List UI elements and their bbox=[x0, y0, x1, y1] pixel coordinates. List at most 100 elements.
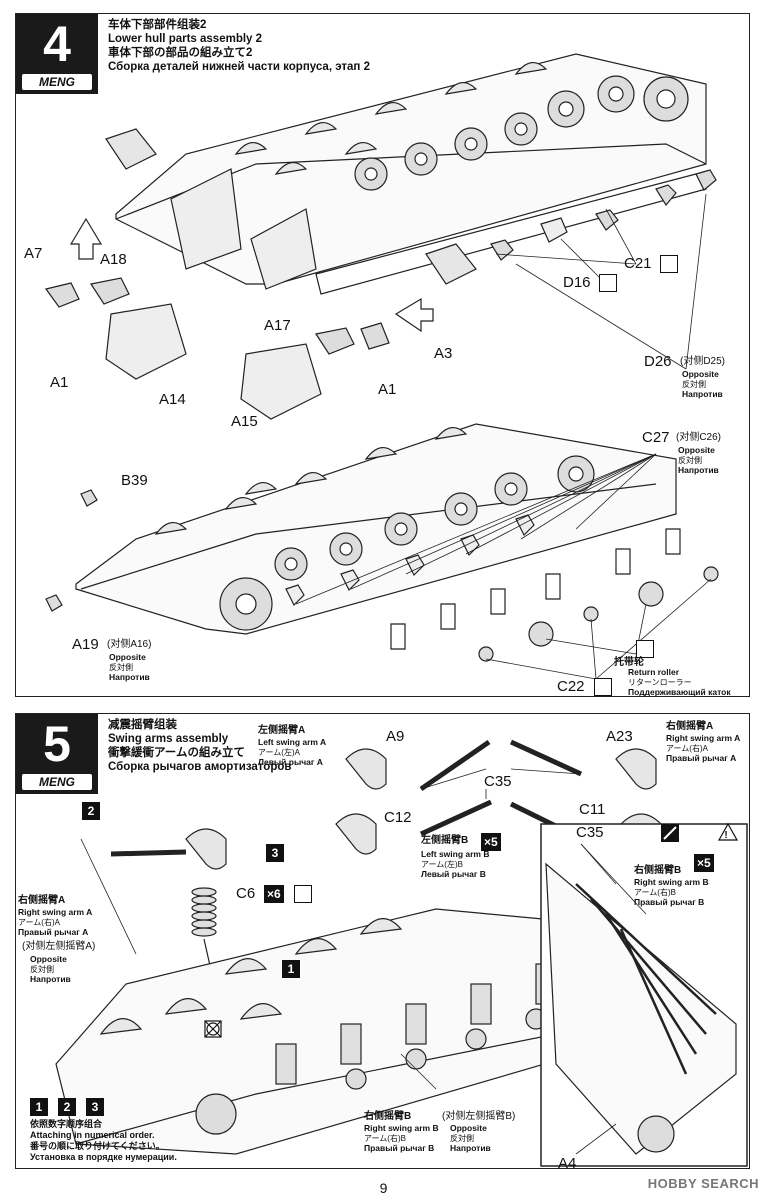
left-arm-a-ja: アーム(左)A bbox=[258, 748, 300, 757]
left-arm-a-zh: 左侧摇臂A bbox=[258, 725, 306, 736]
d26-opposite-en: Opposite bbox=[682, 369, 719, 379]
step-4-title-ru: Сборка деталей нижней части корпуса, эта… bbox=[108, 61, 370, 73]
left-arm-b-zh: 左侧摇臂B bbox=[421, 835, 469, 846]
step-5-title-zh: 减震摇臂组装 bbox=[108, 719, 177, 731]
opp-b-en: Opposite bbox=[450, 1123, 487, 1133]
opp-a-ja: 反対側 bbox=[30, 965, 54, 974]
label-a14: A14 bbox=[159, 391, 186, 408]
right-arm-a-en: Right swing arm A bbox=[666, 733, 741, 743]
step-5-badge: 5 MENG bbox=[16, 714, 98, 794]
left-arm-b-ja: アーム(左)B bbox=[421, 860, 463, 869]
order-note-en: Attaching in numerical order. bbox=[30, 1130, 155, 1140]
left-arm-a-en: Left swing arm A bbox=[258, 737, 327, 747]
left-arm-b-ru: Левый рычаг B bbox=[421, 869, 486, 879]
step-4-badge: 4 MENG bbox=[16, 14, 98, 94]
order-note-ja: 番号の順に取り付けてください。 bbox=[30, 1141, 165, 1151]
step-5-title-ru: Сборка рычагов амортизаторов bbox=[108, 761, 292, 773]
label-c21: C21 bbox=[624, 255, 652, 272]
c27-opposite-ja: 反対側 bbox=[678, 456, 702, 465]
symmetric-part-icon bbox=[660, 255, 678, 273]
left-arm-b-en: Left swing arm B bbox=[421, 849, 490, 859]
opposite-left-arm-a: (对侧左侧摇臂A) bbox=[22, 941, 96, 952]
right-arm-a-ru: Правый рычаг А bbox=[666, 753, 737, 763]
return-roller-ru: Поддерживающий каток bbox=[628, 687, 731, 697]
step-5-title-en: Swing arms assembly bbox=[108, 733, 229, 745]
a19-opposite-ja: 反対側 bbox=[109, 663, 133, 672]
count-x5-right: ×5 bbox=[694, 854, 714, 872]
label-a7: A7 bbox=[24, 245, 43, 262]
label-c6: C6 bbox=[236, 885, 256, 902]
label-c27-opposite-zh: (对侧C26) bbox=[676, 432, 722, 443]
opp-b-ru: Напротив bbox=[450, 1143, 491, 1153]
label-a1-mid: A1 bbox=[378, 381, 397, 398]
callout-3: 3 bbox=[266, 844, 284, 862]
step-4-title-en: Lower hull parts assembly 2 bbox=[108, 33, 263, 45]
opp-b-ja: 反対側 bbox=[450, 1134, 474, 1143]
label-a19-opposite-zh: (对侧A16) bbox=[107, 639, 152, 650]
label-a19: A19 bbox=[72, 636, 99, 653]
label-d16: D16 bbox=[563, 274, 591, 291]
label-a9: A9 bbox=[386, 728, 405, 745]
opp-a-ru: Напротив bbox=[30, 974, 71, 984]
symmetric-part-icon bbox=[294, 885, 312, 903]
symmetric-part-icon bbox=[599, 274, 617, 292]
label-c27: C27 bbox=[642, 429, 670, 446]
right-arm-b-bottom-en: Right swing arm B bbox=[364, 1123, 439, 1133]
label-a23: A23 bbox=[606, 728, 633, 745]
label-d26: D26 bbox=[644, 353, 672, 370]
right-arm-b-ru: Правый рычаг B bbox=[634, 897, 705, 907]
label-c11: C11 bbox=[579, 801, 606, 818]
label-c35-inset: C35 bbox=[576, 824, 604, 841]
opposite-left-arm-b: (对侧左侧摇臂B) bbox=[442, 1111, 516, 1122]
d26-opposite-ru: Напротив bbox=[682, 389, 723, 399]
step-4-number: 4 bbox=[43, 16, 71, 72]
label-c22: C22 bbox=[557, 678, 585, 695]
right-arm-a-ja: アーム(右)A bbox=[666, 744, 708, 753]
right-arm-a-zh: 右侧摇臂A bbox=[666, 721, 714, 732]
label-a1-left: A1 bbox=[50, 374, 69, 391]
right-arm-b-ja: アーム(右)B bbox=[634, 888, 676, 897]
right-arm-b-bottom-ru: Правый рычаг B bbox=[364, 1143, 435, 1153]
right-arm-a-side-en: Right swing arm A bbox=[18, 907, 93, 917]
label-b39: B39 bbox=[121, 472, 148, 489]
right-arm-b-zh: 右侧摇臂B bbox=[634, 865, 682, 876]
return-roller-ja: リターンローラー bbox=[628, 678, 692, 687]
label-a18: A18 bbox=[100, 251, 127, 268]
page-number: 9 bbox=[379, 1180, 388, 1196]
symmetric-part-icon bbox=[594, 678, 612, 696]
order-box-1: 1 bbox=[30, 1098, 48, 1116]
label-c12: C12 bbox=[384, 809, 412, 826]
return-roller-zh: 托带轮 bbox=[614, 657, 644, 668]
label-a3: A3 bbox=[434, 345, 453, 362]
right-arm-a-side-ja: アーム(右)A bbox=[18, 918, 60, 927]
svg-text:!: ! bbox=[724, 830, 727, 841]
step-4-hull-drawing bbox=[44, 53, 719, 680]
watermark: HOBBY SEARCH bbox=[647, 1176, 759, 1191]
order-note-ru: Установка в порядке нумерации. bbox=[30, 1152, 177, 1162]
step-4-panel: 4 MENG 车体下部部件组装2 Lower hull parts assemb… bbox=[15, 13, 750, 697]
symmetric-part-icon bbox=[636, 640, 654, 658]
right-arm-b-en: Right swing arm B bbox=[634, 877, 709, 887]
right-arm-a-side-ru: Правый рычаг А bbox=[18, 927, 89, 937]
right-arm-b-bottom-zh: 右侧摇臂B bbox=[364, 1111, 412, 1122]
a19-opposite-ru: Напротив bbox=[109, 672, 150, 682]
callout-2: 2 bbox=[82, 802, 100, 820]
step-4-title-ja: 車体下部の部品の組み立て2 bbox=[108, 47, 253, 59]
step-4-title-zh: 车体下部部件组装2 bbox=[108, 19, 207, 31]
step-5-number: 5 bbox=[43, 716, 71, 772]
c27-opposite-en: Opposite bbox=[678, 445, 715, 455]
step-5-brand-logo: MENG bbox=[22, 774, 92, 790]
right-arm-b-bottom-ja: アーム(右)B bbox=[364, 1134, 406, 1143]
callout-1: 1 bbox=[282, 960, 300, 978]
step-5-panel: 5 MENG 减震摇臂组装 Swing arms assembly 衝撃緩衝アー… bbox=[15, 713, 750, 1172]
step-5-title-ja: 衝撃緩衝アームの組み立て bbox=[108, 747, 245, 759]
step-5-swing-arm-drawing: ! bbox=[55, 739, 748, 1167]
count-x6: ×6 bbox=[264, 885, 284, 903]
right-arm-a-side-zh: 右侧摇臂A bbox=[18, 895, 66, 906]
a19-opposite-en: Opposite bbox=[109, 652, 146, 662]
order-note-zh: 依照数字顺序组合 bbox=[30, 1119, 103, 1129]
step-4-brand-logo: MENG bbox=[22, 74, 92, 90]
c27-opposite-ru: Напротив bbox=[678, 465, 719, 475]
label-d26-opposite-zh: (对侧D25) bbox=[680, 356, 726, 367]
label-a15: A15 bbox=[231, 413, 258, 430]
